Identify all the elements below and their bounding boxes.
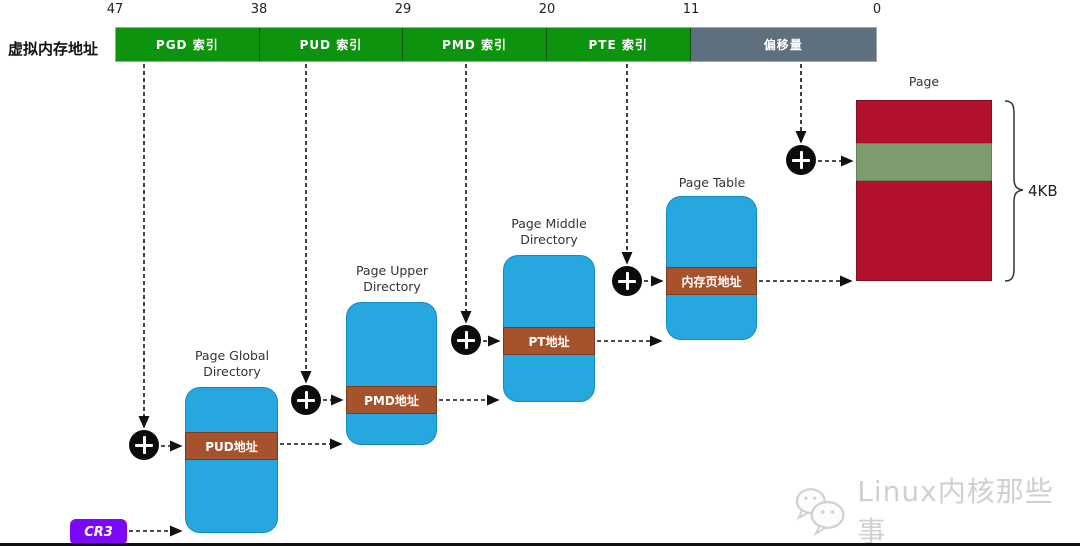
add-icon-pmd xyxy=(451,325,481,355)
segment-pte-index: PTE 索引 xyxy=(546,28,691,61)
cr3-register: CR3 xyxy=(70,519,127,545)
add-icon-offset xyxy=(786,145,816,175)
bit-label-29: 29 xyxy=(394,2,412,17)
pt-address-entry: PT地址 xyxy=(503,327,595,355)
virtual-address-bar: PGD 索引 PUD 索引 PMD 索引 PTE 索引 偏移量 xyxy=(115,27,877,62)
page-size-brace xyxy=(1004,100,1024,282)
bit-label-20: 20 xyxy=(538,2,556,17)
segment-offset: 偏移量 xyxy=(690,28,877,61)
pud-address-entry: PUD地址 xyxy=(185,432,278,460)
segment-pgd-index: PGD 索引 xyxy=(116,28,260,61)
wechat-bubbles-icon xyxy=(795,488,845,536)
bit-label-11: 11 xyxy=(682,2,700,17)
bit-label-47: 47 xyxy=(106,2,124,17)
segment-pud-index: PUD 索引 xyxy=(259,28,404,61)
bit-label-0: 0 xyxy=(872,2,882,17)
watermark: Linux内核那些事 xyxy=(792,470,1080,546)
page-offset-slot xyxy=(856,143,992,181)
pud-table: PMD地址 xyxy=(346,302,437,445)
page-title: Page xyxy=(908,74,940,89)
page-address-entry: 内存页地址 xyxy=(666,267,757,295)
page-table-title: Page Table xyxy=(678,175,746,190)
pgd-table: PUD地址 xyxy=(185,387,278,533)
add-icon-pte xyxy=(612,266,642,296)
pmd-table-title: Page Middle Directory xyxy=(511,216,587,248)
add-icon-pud xyxy=(291,385,321,415)
bit-label-38: 38 xyxy=(250,2,268,17)
page-table: 内存页地址 xyxy=(666,196,757,340)
segment-pmd-index: PMD 索引 xyxy=(403,28,547,61)
pud-table-title: Page Upper Directory xyxy=(355,263,429,295)
physical-page xyxy=(856,100,992,281)
pgd-table-title: Page Global Directory xyxy=(194,348,270,380)
watermark-text: Linux内核那些事 xyxy=(857,475,1054,546)
pmd-address-entry: PMD地址 xyxy=(346,386,437,414)
pmd-table: PT地址 xyxy=(503,255,595,402)
add-icon-pgd xyxy=(129,430,159,460)
virtual-address-label: 虚拟内存地址 xyxy=(8,40,99,58)
page-size-label: 4KB xyxy=(1028,182,1058,200)
bottom-border-line xyxy=(0,543,1080,546)
